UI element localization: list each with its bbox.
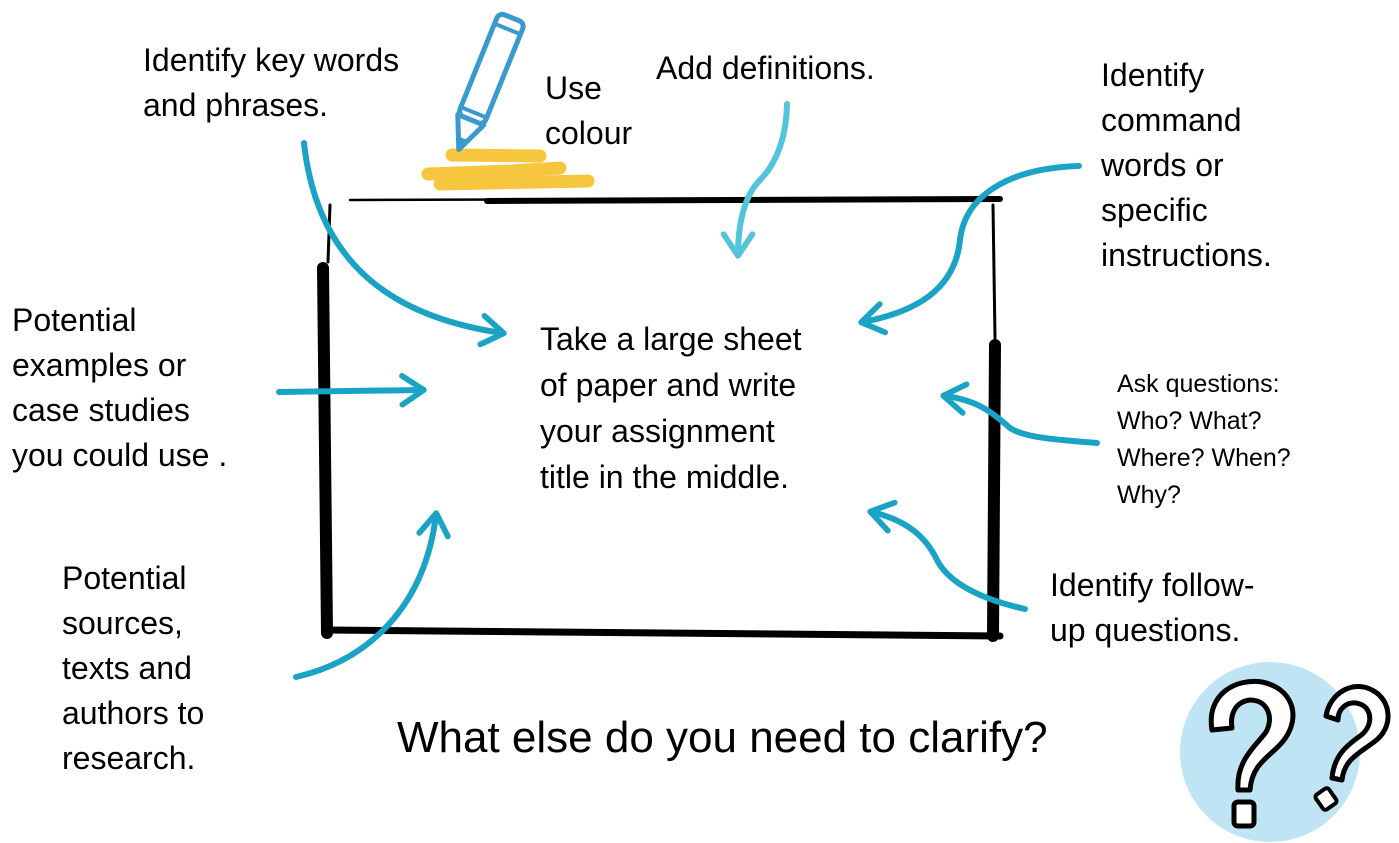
arrow-definitions [720,101,790,259]
pencil-icon [455,11,526,152]
label-key-words: Identify key words and phrases. [143,42,400,123]
arrows [276,101,1100,680]
label-examples: Potential examples or case studies you c… [12,302,228,473]
label-add-definitions: Add definitions. [656,50,875,86]
label-use-colour: Use colour [545,70,633,151]
arrow-examples [276,372,427,408]
label-sources: Potential sources, texts and authors to … [62,560,205,776]
label-follow-up: Identify follow- up questions. [1050,567,1255,648]
label-command-words: Identify command words or specific instr… [1101,57,1272,273]
arrow-key-words [301,140,507,348]
arrow-sources [293,510,451,680]
arrow-follow-up [867,499,1028,612]
label-ask-questions: Ask questions: Who? What? Where? When? W… [1117,370,1291,509]
question-marks-icon [1180,662,1391,842]
arrow-ask-questions [940,381,1100,446]
paper-frame [317,196,1004,642]
highlighter-scribble [421,148,595,191]
label-clarify-question: What else do you need to clarify? [397,713,1048,762]
arrow-command-words [858,163,1082,336]
label-center-instruction: Take a large sheet of paper and write yo… [540,321,802,495]
